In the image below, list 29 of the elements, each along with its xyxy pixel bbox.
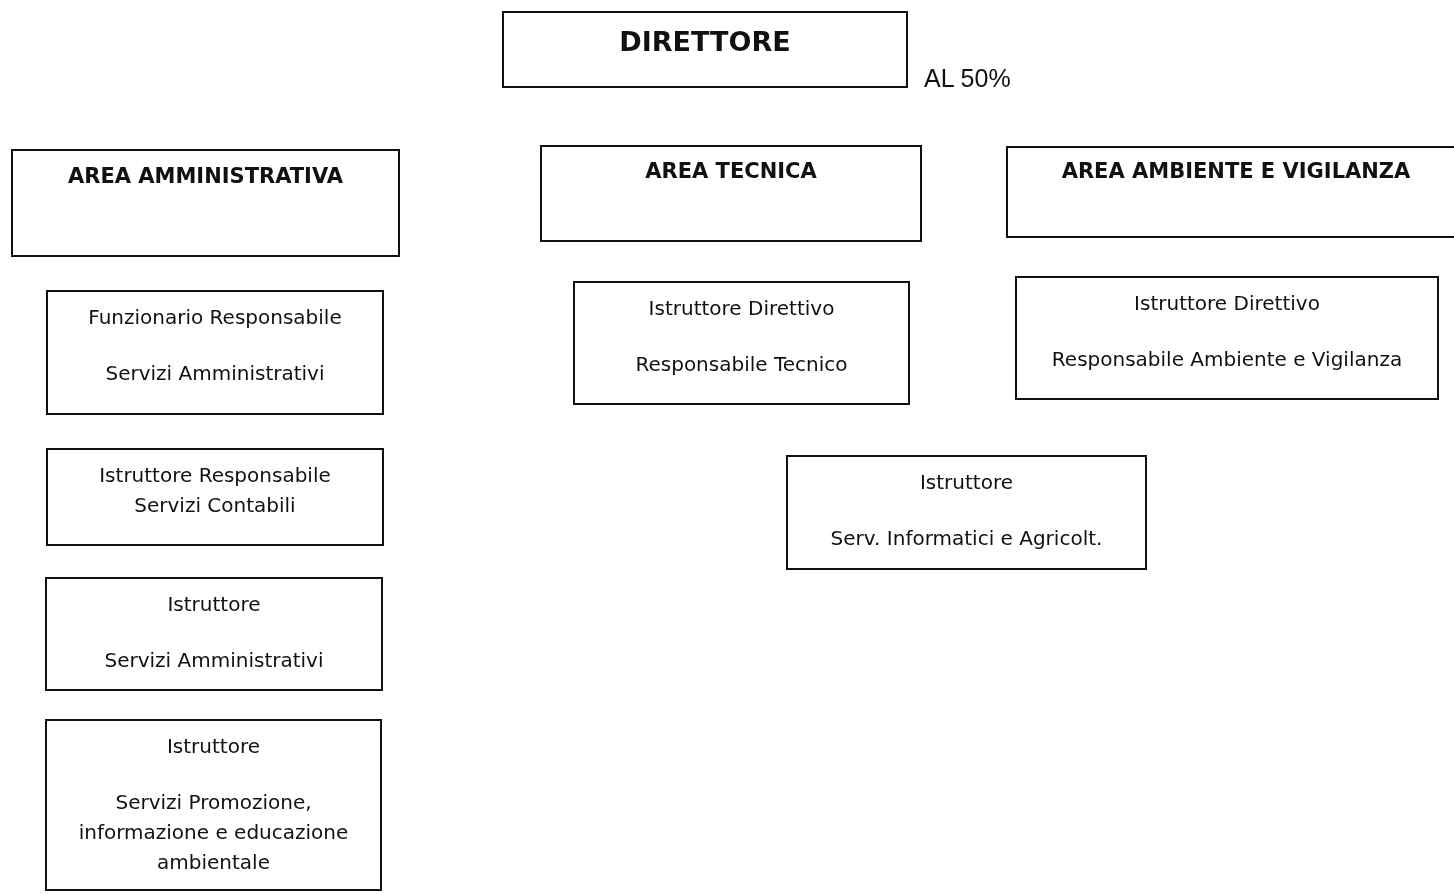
role-title: Istruttore [167,591,261,618]
role-box [1015,276,1439,400]
role-box [786,455,1147,570]
role-title: Istruttore Direttivo [1134,290,1320,317]
role-title: Funzionario Responsabile [88,304,342,331]
role-title: Istruttore [919,469,1014,496]
role-title: Istruttore Direttivo [648,295,835,322]
role-box [45,577,383,691]
area-title: DIRETTORE [619,27,791,57]
area-title: AREA TECNICA [645,158,817,185]
area-title: AREA AMBIENTE E VIGILANZA [1061,158,1411,185]
role-text: Serv. Informatici e Agricolt. [830,525,1103,552]
role-text: Responsabile Ambiente e Vigilanza [1051,346,1403,373]
role-box [573,281,910,405]
role-box [45,719,382,891]
role-text: Servizi Amministrativi [105,360,325,387]
role-box [46,290,384,415]
role-title: Istruttore [166,733,261,760]
role-title: Istruttore Responsabile Servizi Contabili [98,462,332,519]
area-box [1006,146,1454,238]
area-box [11,149,400,257]
area-title: AREA AMMINISTRATIVA [67,163,343,190]
role-text: Responsabile Tecnico [635,351,848,378]
note-text: AL 50% [924,64,1011,93]
role-box [46,448,384,546]
role-text: Servizi Amministrativi [104,647,324,674]
area-box [502,11,908,88]
area-box [540,145,922,242]
role-text: Servizi Promozione, informazione e educazione ambientale [77,789,350,876]
